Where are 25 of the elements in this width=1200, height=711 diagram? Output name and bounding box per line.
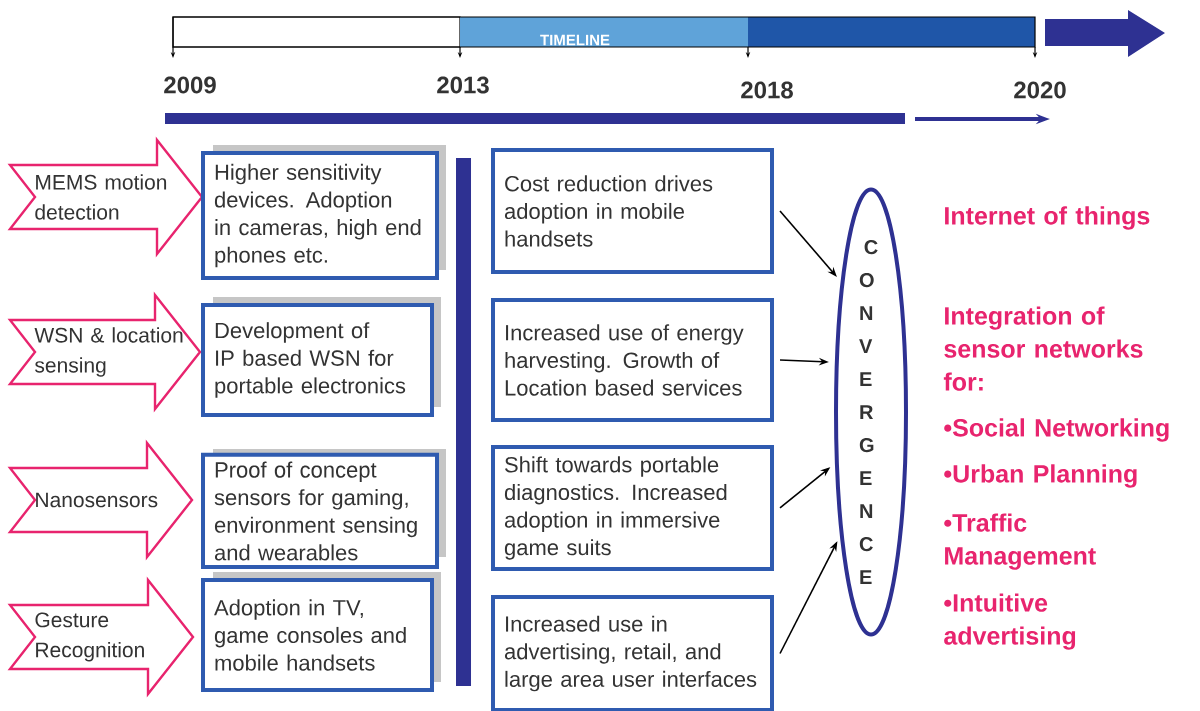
application-text: •Intuitive advertising: [944, 593, 1076, 650]
year-label: 2009: [164, 76, 216, 94]
notched-banner: Nanosensors: [7, 439, 194, 561]
text-box: Adoption in TV, game consoles and mobile handsets: [201, 572, 441, 692]
application-text: •Social Networking: [944, 418, 1169, 442]
arrow: [779, 210, 837, 277]
application-text: •Traffic Management: [944, 513, 1096, 570]
year-label: 2020: [1014, 81, 1066, 99]
notched-banner: Gesture Recognition: [7, 576, 195, 698]
year-label: 2018: [741, 81, 793, 99]
text-box: Increased use of energy harvesting. Growth of Location based services: [491, 298, 774, 422]
application-text: Integration of sensor networks for:: [943, 306, 1143, 391]
application-text: Internet of things: [945, 206, 1150, 230]
text-box: Increased use in advertising, retail, and large area user interfaces: [491, 595, 774, 711]
notched-banner: MEMS motion detection: [7, 136, 204, 258]
notched-banner: WSN & location sensing: [7, 291, 202, 413]
text-box: Cost reduction drives adoption in mobile handsets: [491, 148, 774, 274]
text-box: Development of IP based WSN for portable electronics: [201, 297, 441, 417]
text-box: Proof of concept sensors for gaming, environment sensing and wearables: [201, 449, 446, 570]
text-box: Shift towards portable diagnostics. Increased adoption in immersive game suits: [491, 445, 774, 571]
timeline-label: TIMELINE: [540, 34, 610, 46]
year-label: 2013: [437, 76, 489, 94]
application-text: •Urban Planning: [944, 464, 1137, 488]
divider-bar: [456, 158, 471, 686]
text-box: Higher sensitivity devices. Adoption in cameras, high end phones etc.: [201, 145, 446, 280]
